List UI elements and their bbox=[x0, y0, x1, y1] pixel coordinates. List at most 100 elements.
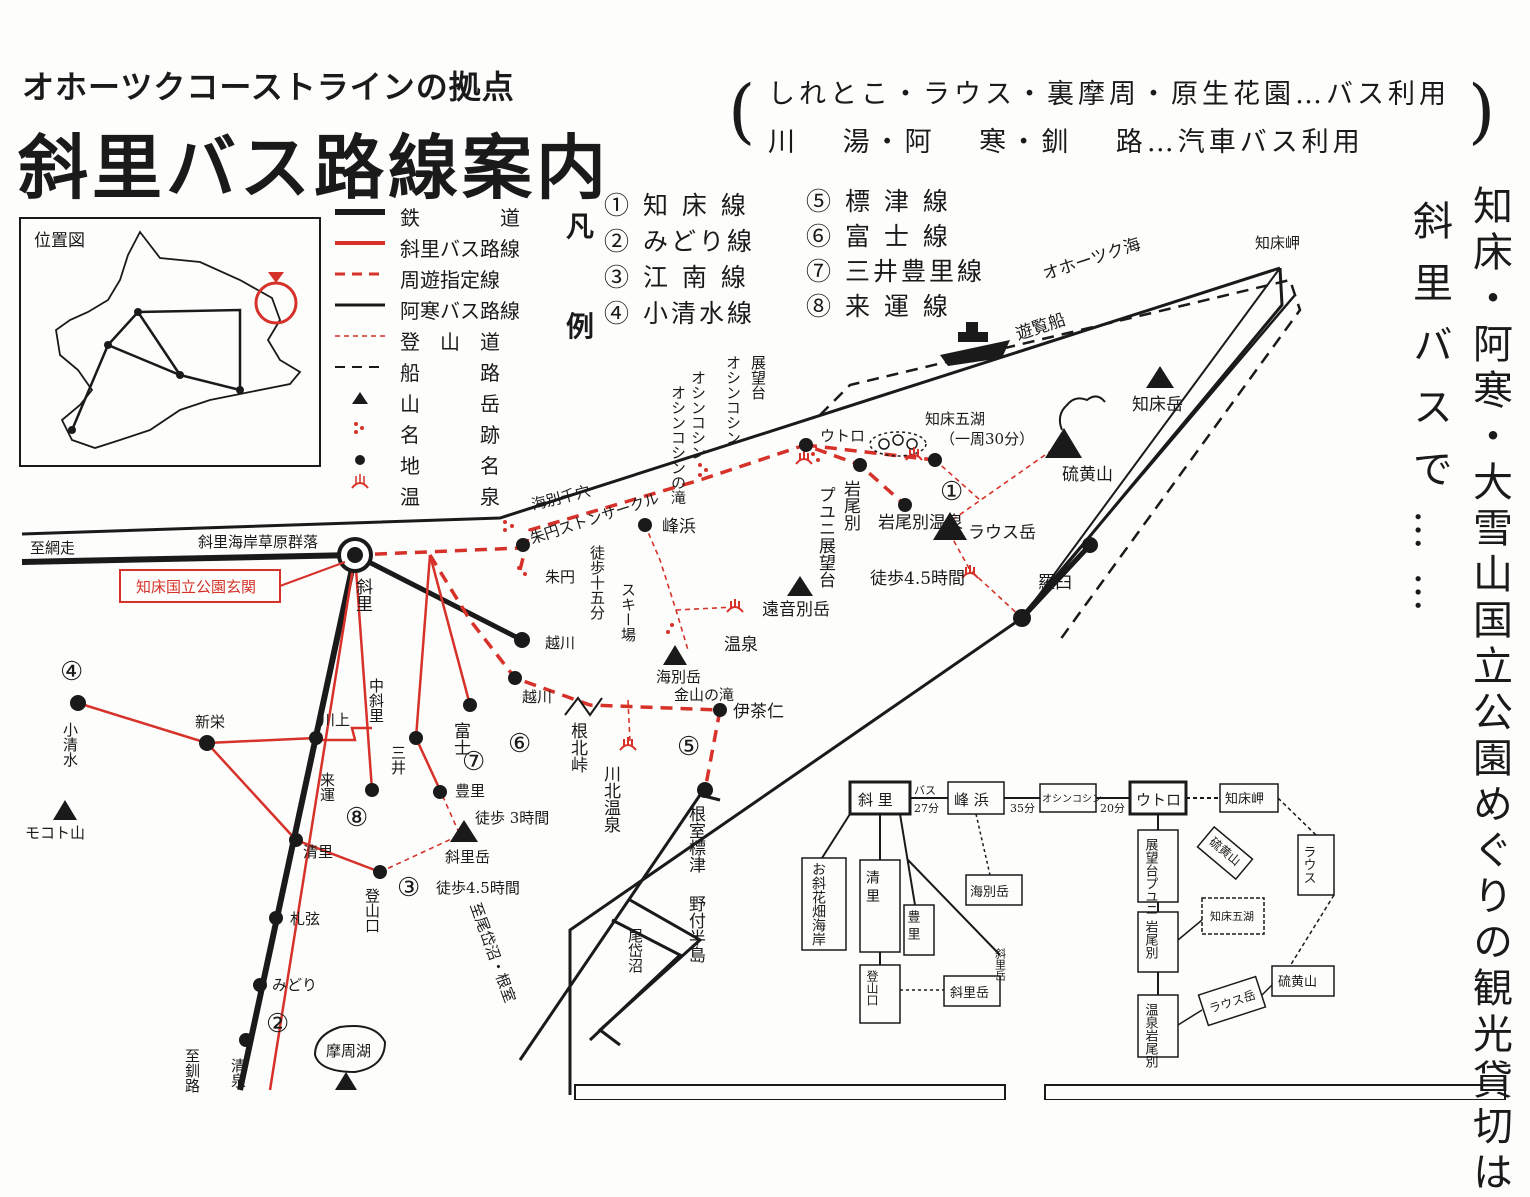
label-sappe: 札弦 bbox=[290, 910, 320, 928]
label-oshinkoshin: オシンコシン bbox=[724, 355, 742, 445]
map-labels: オホーツク海 知床岬 遊覧船 知床岳 硫黄山 知床五湖 （一周30分） ウトロ … bbox=[25, 234, 1300, 1093]
ship-icon bbox=[940, 322, 1010, 366]
label-iouzan: 硫黄山 bbox=[1062, 465, 1113, 485]
label-to-kushiro: 至釧路 bbox=[183, 1048, 201, 1093]
diagram-kaibetsu: 海別岳 bbox=[970, 885, 1009, 900]
diagram-iwao: 岩尾別 bbox=[1143, 920, 1159, 960]
historic-sites bbox=[503, 452, 820, 634]
route-4: ④ 小清水線 bbox=[604, 299, 755, 328]
diagram-goko: 知床五湖 bbox=[1210, 909, 1254, 923]
label-notsuke: 野付半島 bbox=[685, 895, 706, 964]
diagram-misaki: 知床岬 bbox=[1225, 791, 1264, 807]
legend-symbols bbox=[335, 209, 385, 489]
legend-site: 名 跡 bbox=[400, 423, 500, 447]
slogan-column-2: 斜里バスで…… bbox=[1406, 200, 1452, 634]
usage-line-1: しれとこ・ラウス・裏摩周・原生花園…バス利用 bbox=[768, 79, 1450, 110]
label-onneto: 遠音別岳 bbox=[762, 600, 830, 620]
diagram-utoro: ウトロ bbox=[1136, 791, 1181, 809]
label-koshimizu: 小清水 bbox=[61, 722, 79, 767]
map-route-3: ③ bbox=[397, 873, 420, 903]
label-oshinkoshin-falls: オシンコシンの滝 bbox=[669, 385, 687, 505]
location-inset: 位置図 bbox=[19, 217, 321, 467]
legend-ship: 船 路 bbox=[400, 361, 500, 385]
bottom-panel-edge-2 bbox=[574, 1084, 1006, 1100]
mountain-iou bbox=[1045, 428, 1082, 458]
label-rausu-dake: ラウス岳 bbox=[968, 523, 1036, 543]
mountain-onnebetsu bbox=[787, 576, 813, 596]
label-mokoto: モコト山 bbox=[25, 824, 85, 842]
railway-kushiro bbox=[237, 554, 358, 1091]
diagram-oshinkoshin: オシンコシン bbox=[1042, 793, 1102, 805]
label-goko: 知床五湖 bbox=[925, 410, 985, 428]
akan-bus-koshikawa bbox=[353, 552, 524, 643]
legend-onsen: 温 泉 bbox=[400, 485, 500, 509]
label-okhotsk-sea: オホーツク海 bbox=[1040, 234, 1143, 284]
route-3: ③ 江 南 線 bbox=[604, 263, 749, 292]
map-route-5: ⑤ bbox=[677, 732, 700, 762]
label-midori: みどり bbox=[272, 976, 317, 994]
diagram-kiyosato: 清 里 bbox=[864, 870, 880, 902]
diagram-iou-2: 硫黄山 bbox=[1278, 975, 1317, 990]
diagram-iou: 硫黄山 bbox=[1207, 834, 1244, 869]
label-koshikawa: 越川 bbox=[545, 634, 575, 652]
label-kawakami: 川上 bbox=[320, 711, 350, 729]
label-gateway: 知床国立公園玄関 bbox=[136, 578, 256, 596]
diagram-rausu: ラウス bbox=[1301, 845, 1316, 884]
diagram-toyosato: 豊 里 bbox=[905, 910, 921, 941]
label-tenbodai: 展望台 bbox=[749, 355, 767, 400]
mountains bbox=[53, 366, 1174, 1090]
mountain-shiretoko bbox=[1146, 366, 1174, 388]
label-shari-dake: 斜里岳 bbox=[445, 848, 490, 866]
label-oshinkoshin-1: オシンコシン bbox=[689, 370, 707, 460]
label-walk-15: 徒歩十五分 bbox=[588, 545, 606, 621]
route-6: ⑥ 富 士 線 bbox=[806, 222, 951, 251]
label-shinei: 新栄 bbox=[195, 713, 225, 731]
label-kiun: 来運 bbox=[318, 772, 336, 802]
label-fuji: 富士 bbox=[450, 722, 471, 756]
label-to-nemuro: 至尾岱沼・根室 bbox=[466, 900, 519, 1005]
route-map: 位置図 bbox=[19, 209, 1506, 1100]
label-toyosato: 豊里 bbox=[455, 782, 485, 800]
route-diagram: 斜 里 バス 27分 峰 浜 35分 オシンコシン 20分 ウトロ 知床岬 お斜… bbox=[801, 780, 1335, 1069]
label-mashu: 摩周湖 bbox=[326, 1042, 371, 1060]
bottom-panel-edge bbox=[1044, 1084, 1506, 1100]
diagram-time-35: 35分 bbox=[1010, 802, 1035, 815]
hanrei-label-1: 凡 bbox=[566, 210, 595, 243]
label-goko-time: （一周30分） bbox=[940, 430, 1034, 448]
label-shiretoko-dake: 知床岳 bbox=[1132, 395, 1183, 415]
label-walk-45-b: 徒歩4.5時間 bbox=[436, 879, 520, 897]
hokkaido-outline bbox=[55, 230, 302, 449]
location-inset-label: 位置図 bbox=[34, 231, 85, 251]
label-kiyosato: 清里 bbox=[303, 843, 333, 861]
label-minehama: 峰浜 bbox=[662, 517, 696, 537]
lakes bbox=[313, 431, 927, 1074]
map-route-2: ② bbox=[266, 1009, 289, 1039]
label-ski: スキー場 bbox=[619, 582, 637, 642]
mountain-mashu bbox=[335, 1072, 357, 1090]
diagram-time-27: 27分 bbox=[914, 802, 939, 815]
label-shuen: 朱円 bbox=[545, 568, 575, 586]
paren-open: ( bbox=[728, 70, 756, 152]
tour-routes bbox=[354, 443, 936, 791]
mountain-rausu bbox=[933, 512, 967, 540]
label-koshikawa-2: 越川 bbox=[522, 688, 552, 706]
label-iwaobetsu-onsen: 岩尾別温泉 bbox=[878, 513, 963, 533]
label-kanayama-falls: 金山の滝 bbox=[674, 686, 734, 704]
lake-mashu bbox=[313, 1025, 387, 1074]
legend-tour: 周遊指定線 bbox=[400, 268, 500, 292]
label-iwaobetsu: 岩尾別 bbox=[840, 480, 861, 532]
label-nakashari: 中斜里 bbox=[367, 678, 385, 723]
slogan-column-1: 知床・阿寒・大雪山国立公園めぐりの観光貸切は bbox=[1466, 185, 1512, 1197]
akan-bus-rausu bbox=[1020, 543, 1092, 620]
diagram-sharidake: 斜里岳 bbox=[950, 986, 989, 1001]
label-kaibetsu-dake: 海別岳 bbox=[656, 668, 701, 686]
route-1: ① 知 床 線 bbox=[604, 191, 749, 220]
diagram-hatake: お斜花畑海岸 bbox=[810, 862, 826, 946]
volcano-smoke-icon bbox=[1058, 395, 1106, 431]
label-nemoto-pass: 根北峠 bbox=[567, 722, 588, 773]
label-kaibetsu-ruins: 海別千穴 bbox=[530, 482, 593, 514]
legend-trail: 登 山 道 bbox=[400, 330, 500, 354]
label-genseikaen: 斜里海岸草原群落 bbox=[198, 533, 318, 551]
paren-close: ) bbox=[1468, 70, 1496, 152]
label-ichani: 伊茶仁 bbox=[733, 702, 784, 722]
